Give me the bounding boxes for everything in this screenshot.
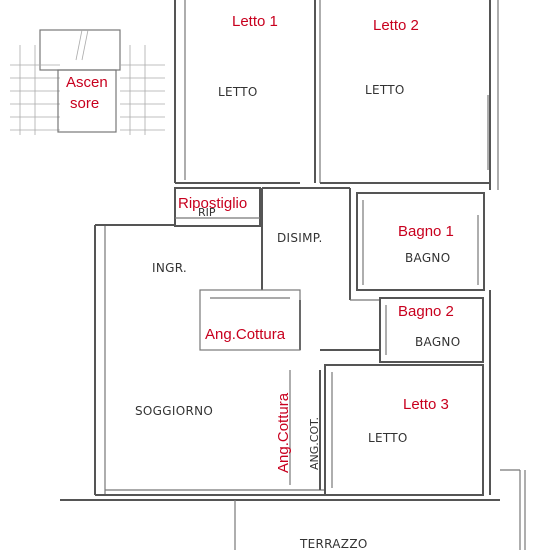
label-rip: RIP <box>198 206 216 219</box>
label-letto-b: LETTO <box>365 83 405 97</box>
label-letto-a: LETTO <box>218 85 258 99</box>
annotation-letto2: Letto 2 <box>373 17 419 34</box>
label-soggiorno: SOGGIORNO <box>135 404 213 418</box>
bathrooms-walls <box>356 192 485 363</box>
annotation-ripostiglio: Ripostiglio <box>178 195 247 212</box>
elevator-shaft <box>57 69 117 133</box>
label-letto-c: LETTO <box>368 431 408 445</box>
ripostiglio-walls <box>174 187 261 227</box>
annotation-ang-cottura-v: Ang.Cottura <box>275 392 292 473</box>
label-ingr: INGR. <box>152 261 187 275</box>
label-bagno-a: BAGNO <box>405 251 450 265</box>
annotation-ascensore-line2: sore <box>70 95 99 112</box>
corridor-walls <box>261 187 380 351</box>
terrace-walls <box>60 469 526 550</box>
label-disimp: DISIMP. <box>277 231 323 245</box>
annotation-ang-cottura-h: Ang.Cottura <box>205 326 286 343</box>
label-bagno-b: BAGNO <box>415 335 460 349</box>
label-ang-cot: ANG.COT. <box>308 417 321 470</box>
living-walls <box>94 224 325 496</box>
annotation-bagno2: Bagno 2 <box>398 303 454 320</box>
annotation-letto1: Letto 1 <box>232 13 278 30</box>
bedroom3-walls <box>324 290 491 496</box>
label-terrazzo: TERRAZZO <box>299 537 368 550</box>
annotation-letto3: Letto 3 <box>403 396 449 413</box>
upper-bedrooms-walls <box>174 0 499 190</box>
annotation-ascensore-line1: Ascen <box>66 74 108 91</box>
annotation-bagno1: Bagno 1 <box>398 223 454 240</box>
